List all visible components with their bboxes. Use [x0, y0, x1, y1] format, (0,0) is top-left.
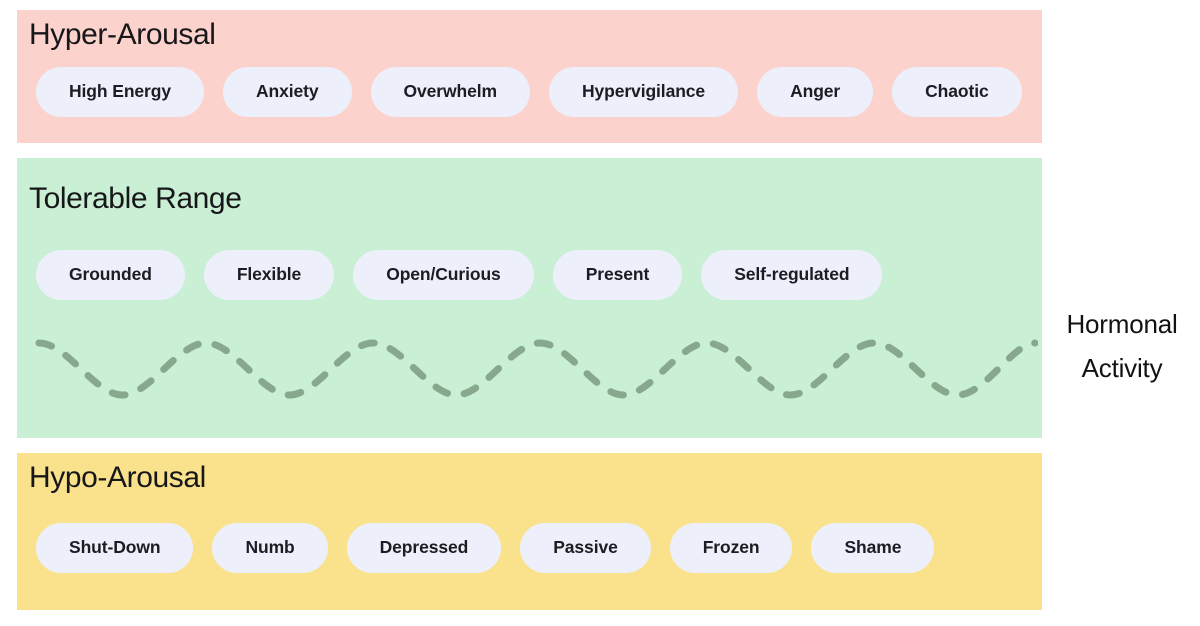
band-hyper-arousal: Hyper-Arousal High Energy Anxiety Overwhel… — [17, 10, 1042, 143]
pill-high-energy: High Energy — [36, 67, 204, 117]
pill-grounded: Grounded — [36, 250, 185, 300]
band-title-hypo-arousal: Hypo-Arousal — [29, 461, 206, 494]
hormonal-activity-label: Hormonal Activity — [1047, 302, 1197, 390]
pill-row-tolerable-range: Grounded Flexible Open/Curious Present Self-… — [36, 250, 1030, 300]
pill-row-hypo-arousal: Shut-Down Numb Depressed Passive Frozen Shame — [36, 523, 1030, 573]
hormonal-activity-label-line2: Activity — [1081, 353, 1163, 383]
band-tolerable-range: Tolerable Range Grounded Flexible Open/Cur… — [17, 158, 1042, 438]
pill-self-regulated: Self-regulated — [701, 250, 883, 300]
band-title-tolerable-range: Tolerable Range — [29, 182, 242, 215]
band-hypo-arousal: Hypo-Arousal Shut-Down Numb Depressed Passi… — [17, 453, 1042, 610]
pill-flexible: Flexible — [203, 250, 335, 300]
pill-numb: Numb — [212, 523, 328, 573]
hormonal-activity-wave-line — [35, 339, 1038, 399]
pill-frozen: Frozen — [669, 523, 793, 573]
pill-shut-down: Shut-Down — [36, 523, 194, 573]
pill-depressed: Depressed — [346, 523, 502, 573]
pill-anxiety: Anxiety — [222, 67, 352, 117]
pill-open-curious: Open/Curious — [353, 250, 534, 300]
pill-hypervigilance: Hypervigilance — [548, 67, 739, 117]
pill-anger: Anger — [757, 67, 874, 117]
hormonal-activity-label-line1: Hormonal — [1066, 309, 1178, 339]
pill-overwhelm: Overwhelm — [370, 67, 530, 117]
pill-shame: Shame — [811, 523, 935, 573]
band-title-hyper-arousal: Hyper-Arousal — [29, 18, 216, 51]
pill-chaotic: Chaotic — [892, 67, 1022, 117]
pill-passive: Passive — [520, 523, 651, 573]
pill-row-hyper-arousal: High Energy Anxiety Overwhelm Hypervigilanc… — [36, 67, 1030, 117]
pill-present: Present — [552, 250, 683, 300]
